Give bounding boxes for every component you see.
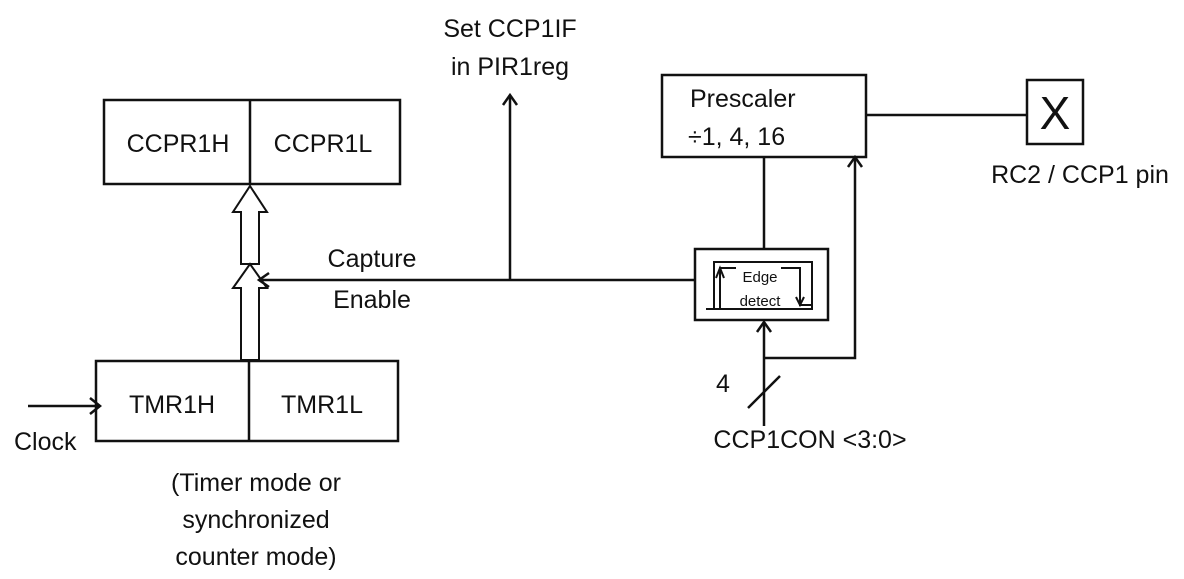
rising-edge-arrow-icon xyxy=(715,265,725,279)
control-bus: 4 CCP1CON <3:0> xyxy=(713,154,907,454)
tmr1-register: TMR1H TMR1L xyxy=(94,359,400,443)
ccp1-pin: X RC2 / CCP1 pin xyxy=(866,78,1169,189)
capture-label: Capture xyxy=(328,245,417,273)
edge-detect-line1: Edge xyxy=(742,269,777,286)
interrupt-flag-arrowhead xyxy=(501,92,519,106)
ccpr1l-label: CCPR1L xyxy=(274,130,373,158)
tmr1l-label: TMR1L xyxy=(281,391,363,419)
pin-symbol: X xyxy=(1040,87,1071,139)
bus-width-slash xyxy=(747,375,781,409)
control-bus-edge-arrowhead xyxy=(755,319,773,333)
interrupt-flag-output: Set CCP1IF in PIR1reg xyxy=(443,15,577,280)
prescaler-title: Prescaler xyxy=(690,85,796,113)
ccpr1-register: CCPR1H CCPR1L xyxy=(102,98,402,186)
falling-edge-arrow-icon xyxy=(795,296,805,308)
clock-label: Clock xyxy=(14,428,77,456)
clock-input-arrowhead xyxy=(89,397,103,415)
ccpr1-register-box xyxy=(102,98,402,186)
set-flag-label-line1: Set CCP1IF xyxy=(443,15,576,43)
edge-detect-inner-box xyxy=(713,261,813,310)
bus-width-label: 4 xyxy=(716,370,730,398)
rising-edge-icon xyxy=(706,267,736,310)
upper-transfer-arrow xyxy=(231,184,269,265)
ccpr1h-label: CCPR1H xyxy=(127,130,230,158)
falling-edge-icon xyxy=(781,267,812,306)
clock-input: Clock xyxy=(14,397,103,456)
pin-label: RC2 / CCP1 pin xyxy=(991,161,1169,189)
edge-detect-block: Edge detect xyxy=(693,247,830,322)
control-bus-to-prescaler-line xyxy=(764,157,857,360)
enable-label: Enable xyxy=(333,286,411,314)
tmr1-register-box xyxy=(94,359,400,443)
edge-detect-line2: detect xyxy=(740,293,782,310)
prescaler-block: Prescaler ÷1, 4, 16 xyxy=(660,73,868,159)
control-register-label: CCP1CON <3:0> xyxy=(713,426,906,454)
capture-enable-arrowhead xyxy=(256,271,270,289)
pin-box xyxy=(1025,78,1085,146)
capture-enable-signal: Capture Enable xyxy=(256,245,695,314)
timer-note-line3: counter mode) xyxy=(175,543,336,571)
transfer-arrows xyxy=(231,184,269,361)
prescaler-ratios: ÷1, 4, 16 xyxy=(688,123,785,151)
timer-note-line2: synchronized xyxy=(182,506,329,534)
set-flag-label-line2: in PIR1reg xyxy=(451,53,569,81)
tmr1h-label: TMR1H xyxy=(129,391,215,419)
timer-note-line1: (Timer mode or xyxy=(171,469,341,497)
control-bus-prescaler-arrowhead xyxy=(846,154,864,168)
